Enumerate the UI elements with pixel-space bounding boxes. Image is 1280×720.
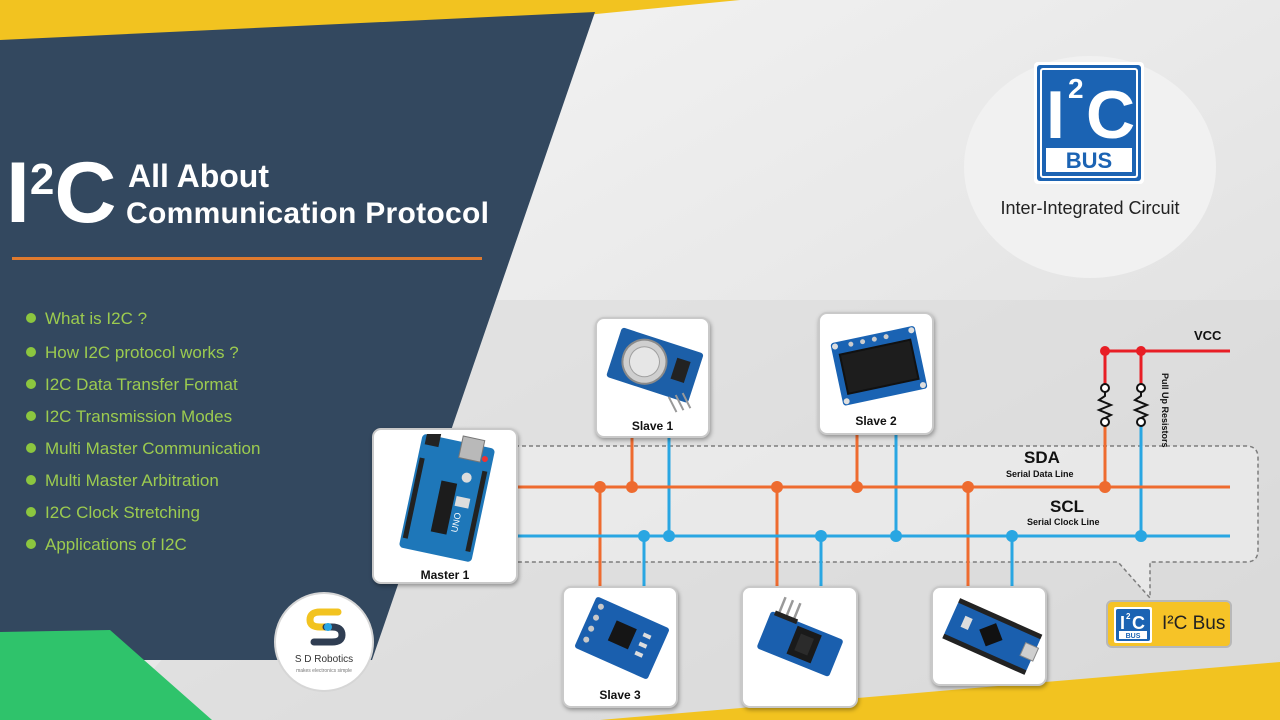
- topic-item: I2C Transmission Modes: [26, 407, 232, 427]
- master-label: Master 1: [420, 568, 470, 582]
- bullet-icon: [26, 410, 36, 421]
- slave-4-card: [741, 586, 858, 708]
- bus-frame: [479, 445, 1259, 600]
- i2c-mini-logo-icon: I 2 C BUS: [1114, 607, 1152, 643]
- gyro-sensor-icon: [575, 597, 669, 679]
- topic-item: Multi Master Arbitration: [26, 471, 219, 491]
- topic-label: I2C Data Transfer Format: [45, 375, 238, 394]
- slave-1-card: Slave 1: [595, 317, 710, 438]
- i2c-bus-logo: I 2 C BUS: [1034, 62, 1144, 184]
- topic-label: What is I2C ?: [45, 309, 148, 328]
- bullet-icon: [26, 474, 36, 485]
- sd-robotics-logo: [274, 592, 374, 692]
- i2c-bus-tag-label: I²C Bus: [1162, 613, 1226, 634]
- bullet-icon: [26, 346, 36, 357]
- scl-full-label: Serial Clock Line: [1027, 517, 1100, 527]
- vcc-label: VCC: [1194, 328, 1222, 343]
- scl-label: SCL: [1050, 497, 1084, 516]
- svg-text:I: I: [1120, 613, 1125, 633]
- sd-robotics-name: S D Robotics: [294, 654, 354, 665]
- topic-label: I2C Clock Stretching: [45, 503, 200, 522]
- sd-robotics-mark-icon: [306, 608, 346, 646]
- slave-3-card: Slave 3: [562, 586, 678, 708]
- topic-item: What is I2C ?: [26, 309, 147, 329]
- scl-branches: [642, 420, 1143, 588]
- svg-text:C: C: [1132, 613, 1145, 633]
- topic-label: Multi Master Arbitration: [45, 471, 219, 490]
- slave-1-label: Slave 1: [631, 419, 674, 433]
- slave-5-card: [931, 586, 1047, 686]
- master-card: UNO Master 1: [372, 428, 518, 584]
- arduino-uno-icon: UNO: [399, 434, 495, 562]
- title-line-1: All About: [128, 158, 269, 194]
- slave-2-label: Slave 2: [855, 414, 897, 428]
- badge-sup: 2: [1068, 73, 1084, 104]
- topic-item: I2C Clock Stretching: [26, 503, 200, 523]
- topic-label: Multi Master Communication: [45, 439, 261, 458]
- bullet-icon: [26, 312, 36, 323]
- title-i2c: I2C: [6, 145, 117, 241]
- topic-item: Applications of I2C: [26, 535, 187, 555]
- svg-text:UNO: UNO: [449, 512, 463, 534]
- sda-label: SDA: [1024, 448, 1060, 467]
- sd-robotics-tagline: makes electronics simple: [296, 668, 352, 674]
- badge-i: I: [1046, 77, 1065, 153]
- topic-label: I2C Transmission Modes: [45, 407, 233, 426]
- topic-item: How I2C protocol works ?: [26, 343, 239, 363]
- bullet-icon: [26, 378, 36, 389]
- bullet-icon: [26, 506, 36, 517]
- title-divider: [12, 257, 482, 260]
- bullet-icon: [26, 538, 36, 549]
- topic-item: Multi Master Communication: [26, 439, 260, 459]
- pullup-resistor-sda: [1096, 383, 1114, 427]
- arduino-nano-icon: [942, 598, 1043, 675]
- topic-label: Applications of I2C: [45, 535, 187, 554]
- rtc-module-icon: [606, 327, 704, 413]
- sda-junctions: [594, 481, 1111, 493]
- pullup-label: Pull Up Resistors: [1160, 373, 1170, 448]
- pullup-resistor-scl: [1132, 383, 1150, 427]
- topic-item: I2C Data Transfer Format: [26, 375, 238, 395]
- badge-bus: BUS: [1066, 148, 1112, 173]
- slave-3-label: Slave 3: [599, 688, 641, 702]
- mini-logo-bus: BUS: [1126, 633, 1141, 640]
- scl-junctions: [638, 530, 1147, 542]
- title-line-2: Communication Protocol: [126, 197, 490, 230]
- logo-caption: Inter-Integrated Circuit: [1000, 198, 1180, 218]
- oled-display-icon: [830, 326, 928, 406]
- sensor-board-icon: [757, 596, 843, 677]
- i2c-bus-tag: I 2 C BUS I²C Bus: [1106, 600, 1232, 648]
- slave-2-card: Slave 2: [818, 312, 934, 435]
- sda-full-label: Serial Data Line: [1006, 469, 1074, 479]
- badge-c: C: [1086, 77, 1135, 153]
- bullet-icon: [26, 442, 36, 453]
- mini-logo-sup: 2: [1126, 612, 1131, 621]
- topic-label: How I2C protocol works ?: [45, 343, 239, 362]
